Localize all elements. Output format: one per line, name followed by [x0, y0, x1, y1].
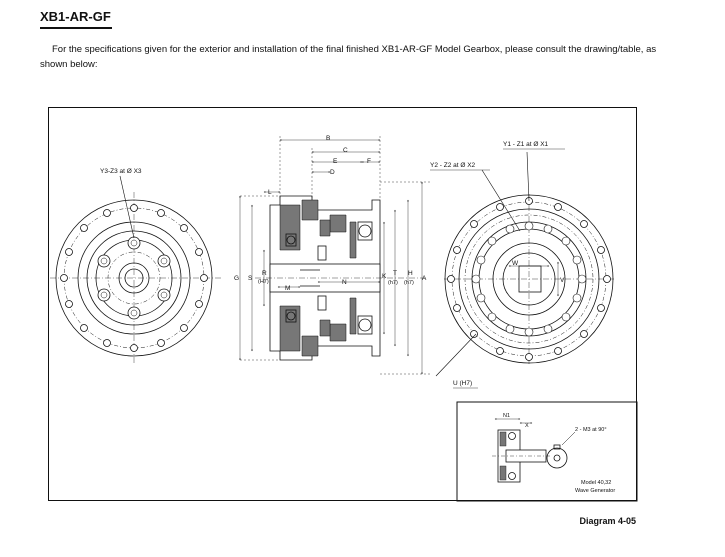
label-m: M [285, 285, 290, 292]
label-c: C [343, 147, 348, 154]
label-l: L [268, 189, 272, 196]
label-v: V [560, 277, 565, 284]
label-y1: Y1 - Z1 at Ø X1 [503, 141, 549, 148]
center-dimension-labels: B C E F D L G S R (H7) M N K T (h7) H (h… [234, 135, 427, 292]
label-n: N [342, 279, 347, 286]
label-w: W [512, 260, 519, 267]
diagram-caption: Diagram 4-05 [579, 516, 636, 526]
label-model: Model 40,32 [581, 480, 611, 486]
right-flange-view [435, 151, 614, 377]
page-title: XB1-AR-GF [40, 9, 111, 24]
label-r-tolerance: (H7) [258, 279, 269, 285]
title-underline [40, 27, 112, 29]
label-a: A [422, 275, 427, 282]
label-x: X [525, 423, 529, 429]
label-t: T [393, 270, 397, 277]
intro-paragraph: For the specifications given for the ext… [40, 44, 657, 70]
label-u: U (H7) [453, 380, 472, 387]
label-m3: 2 - M3 at 90° [575, 427, 607, 433]
label-n1: N1 [503, 413, 510, 419]
label-f: F [367, 158, 371, 165]
right-dimension-labels: Y1 - Z1 at Ø X1 Y2 - Z2 at Ø X2 W V U (H… [430, 141, 565, 389]
label-b: B [326, 135, 330, 142]
label-k: K [382, 273, 387, 280]
diagram-frame [48, 107, 637, 501]
inset-labels: N1 X 2 - M3 at 90° Model 40,32 Wave Gene… [503, 413, 615, 494]
label-d: D [330, 169, 335, 176]
inset-wave-generator [456, 401, 638, 502]
label-e: E [333, 158, 338, 165]
label-r: R [262, 270, 267, 277]
label-t-tolerance: (h7) [388, 280, 398, 286]
label-g: G [234, 275, 239, 282]
left-flange-view [50, 175, 222, 364]
center-section-view [239, 136, 430, 375]
label-h: H [408, 270, 413, 277]
label-y3: Y3-Z3 at Ø X3 [100, 168, 142, 175]
label-s: S [248, 275, 253, 282]
label-h-tolerance: (h7) [404, 280, 414, 286]
label-y2: Y2 - Z2 at Ø X2 [430, 162, 476, 169]
label-wave-generator: Wave Generator [575, 488, 615, 494]
